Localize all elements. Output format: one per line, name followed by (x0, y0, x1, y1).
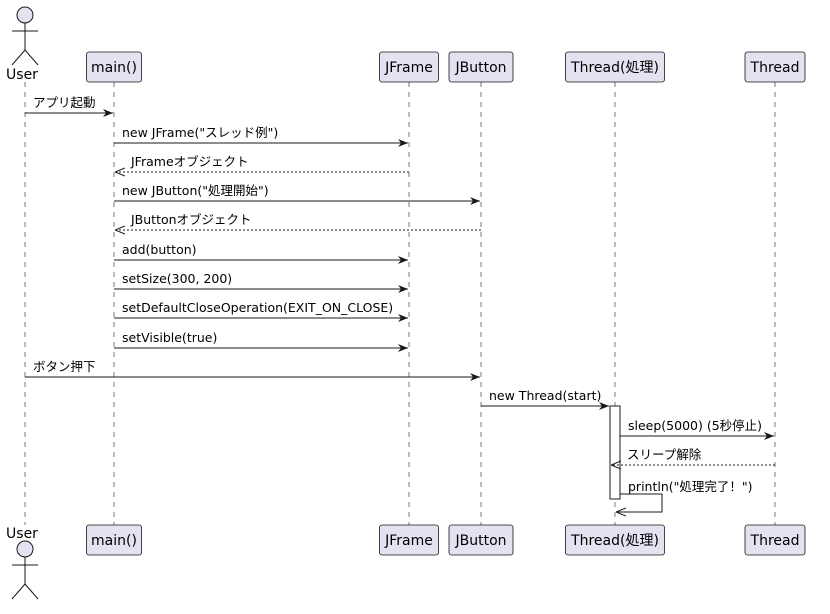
participant-thread-bottom: Thread (744, 524, 806, 556)
actor-user-bottom: User (6, 526, 39, 600)
message-7: setSize(300, 200) (114, 271, 408, 293)
message-1: アプリ起動 (25, 95, 113, 117)
stick-figure-icon (11, 540, 39, 600)
participant-box (744, 51, 806, 83)
message-14: println("処理完了！") (616, 479, 753, 512)
message-label: add(button) (122, 242, 197, 257)
participant-label: JButton (454, 60, 506, 76)
messages: アプリ起動 new JFrame("スレッド例") JFrameオブジェクト new … (25, 95, 775, 512)
participant-main-top: main() (86, 51, 142, 83)
message-3: JFrameオブジェクト (115, 154, 409, 172)
participant-jbutton-bottom: JButton (448, 524, 514, 556)
message-12: sleep(5000) (5秒停止) (620, 418, 774, 440)
message-label: JButtonオブジェクト (130, 212, 252, 227)
participant-box (565, 51, 665, 83)
message-label: JFrameオブジェクト (130, 154, 249, 169)
activation-bar-thread-processing (609, 405, 621, 500)
participant-label: Thread (750, 533, 800, 549)
message-8: setDefaultCloseOperation(EXIT_ON_CLOSE) (114, 300, 408, 322)
participant-main-bottom: main() (86, 524, 142, 556)
lifelines (24, 82, 776, 525)
message-label: new JButton("処理開始") (122, 183, 269, 198)
participant-label: main() (91, 533, 137, 549)
participant-label: Thread(処理) (570, 533, 659, 549)
message-5: JButtonオブジェクト (115, 212, 481, 230)
message-label: setSize(300, 200) (122, 271, 232, 286)
participant-label: Thread(処理) (570, 60, 659, 76)
participant-box (744, 524, 806, 556)
message-label: new Thread(start) (489, 388, 601, 403)
message-label: アプリ起動 (33, 95, 96, 110)
message-label: setDefaultCloseOperation(EXIT_ON_CLOSE) (122, 300, 393, 315)
message-11: new Thread(start) (481, 388, 609, 410)
message-6: add(button) (114, 242, 408, 264)
message-10: ボタン押下 (25, 359, 480, 381)
participant-jbutton-top: JButton (448, 51, 514, 83)
message-9: setVisible(true) (114, 330, 408, 352)
participant-box (448, 51, 514, 83)
participant-worker-bottom: Thread(処理) (565, 524, 665, 556)
participant-box (86, 51, 142, 83)
participant-box (379, 524, 439, 556)
participant-box (86, 524, 142, 556)
participant-label: JFrame (384, 533, 433, 549)
message-2: new JFrame("スレッド例") (114, 125, 408, 147)
message-4: new JButton("処理開始") (114, 183, 480, 205)
participant-label: JFrame (384, 60, 433, 76)
participant-label: JButton (454, 533, 506, 549)
actor-label: User (6, 67, 38, 83)
participant-thread-top: Thread (744, 51, 806, 83)
message-label: スリープ解除 (627, 447, 702, 462)
stick-figure-icon (11, 6, 39, 66)
participant-jframe-bottom: JFrame (379, 524, 439, 556)
participant-box (448, 524, 514, 556)
actor-label: User (6, 526, 38, 542)
participant-jframe-top: JFrame (379, 51, 439, 83)
participant-box (379, 51, 439, 83)
message-label: new JFrame("スレッド例") (122, 125, 278, 140)
message-label: setVisible(true) (122, 330, 217, 345)
participant-label: main() (91, 60, 137, 76)
actor-user-top: User (6, 6, 39, 83)
participant-worker-top: Thread(処理) (565, 51, 665, 83)
message-arrow (616, 493, 663, 512)
participant-label: Thread (750, 60, 800, 76)
message-label: println("処理完了！") (628, 479, 753, 494)
message-13: スリープ解除 (611, 447, 775, 465)
participant-box (565, 524, 665, 556)
message-label: sleep(5000) (5秒停止) (628, 418, 762, 433)
message-label: ボタン押下 (33, 359, 96, 374)
